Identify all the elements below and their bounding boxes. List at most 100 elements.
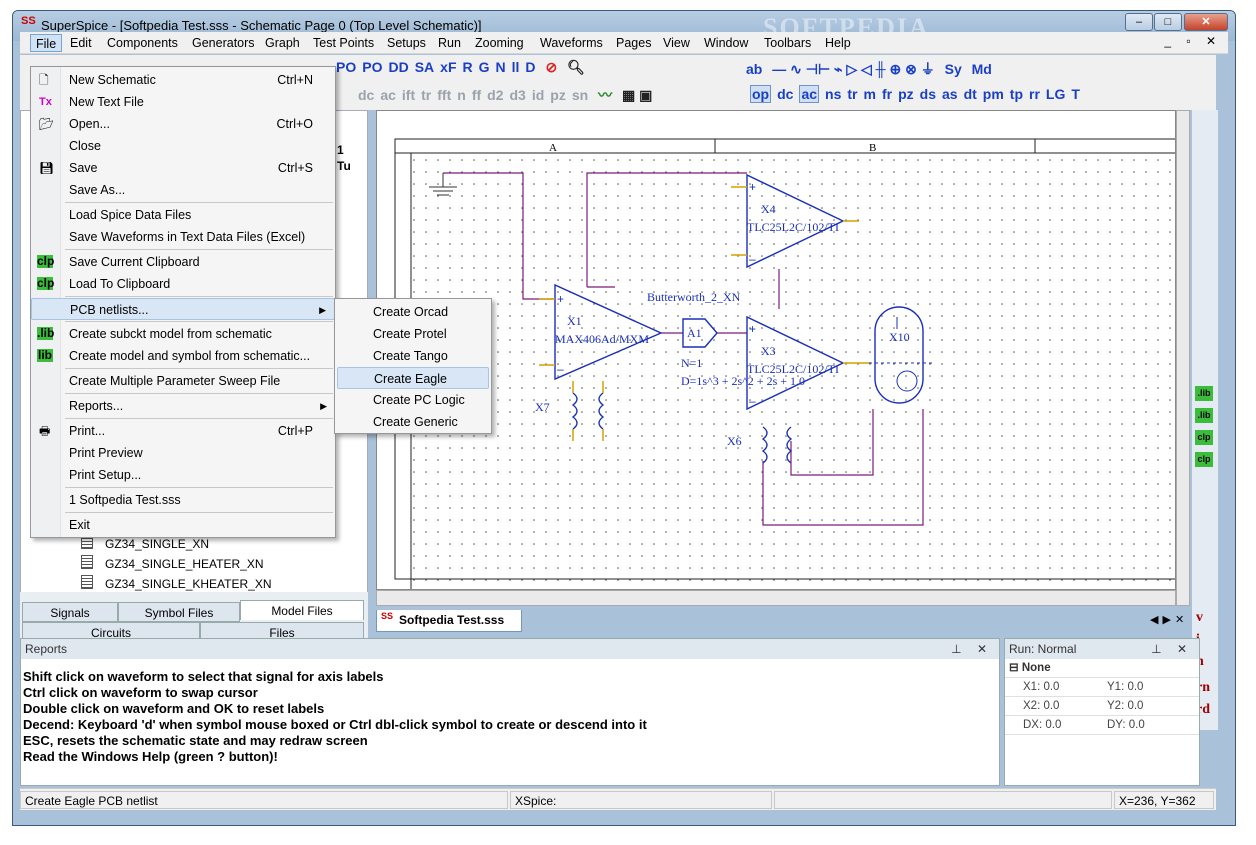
- menu-window[interactable]: Window: [704, 36, 749, 50]
- tb-as[interactable]: as: [941, 86, 958, 102]
- menu-generators[interactable]: Generators: [192, 36, 255, 50]
- lib-button[interactable]: .lib: [1195, 386, 1213, 401]
- run-group[interactable]: ⊟ None: [1005, 659, 1199, 678]
- tab-signals[interactable]: Signals: [22, 602, 118, 622]
- opamp-x3[interactable]: + – X3 TLC25L2C/102/TI: [746, 315, 871, 411]
- transformer-x6[interactable]: X6: [727, 426, 793, 464]
- tb-t[interactable]: T: [1071, 86, 1080, 102]
- tb-tr[interactable]: tr: [421, 87, 432, 103]
- tb-rr[interactable]: rr: [1029, 86, 1040, 102]
- tb-op[interactable]: op: [750, 85, 772, 103]
- probe-v-button[interactable]: v: [1196, 610, 1203, 625]
- menu-test-points[interactable]: Test Points: [313, 36, 375, 50]
- tb-po-2[interactable]: PO: [362, 59, 383, 75]
- tb-id[interactable]: id: [531, 87, 545, 103]
- lib-button[interactable]: .lib: [1195, 408, 1213, 423]
- tb-ac[interactable]: ac: [380, 87, 396, 103]
- tb-sn[interactable]: sn: [571, 87, 589, 103]
- schematic-horizontal-scrollbar[interactable]: [376, 590, 1176, 606]
- menu-zooming[interactable]: Zooming: [475, 36, 524, 50]
- submenu-item-create-protel[interactable]: Create Protel: [373, 327, 447, 341]
- tb-fft[interactable]: fft: [437, 87, 452, 103]
- menu-toolbars[interactable]: Toolbars: [764, 36, 812, 50]
- menu-item-close[interactable]: Close: [31, 135, 335, 157]
- menu-run[interactable]: Run: [438, 36, 461, 50]
- tb-fr[interactable]: fr: [881, 86, 893, 102]
- tube-x10[interactable]: X10: [869, 306, 933, 404]
- tb-d3[interactable]: d3: [509, 87, 526, 103]
- tb-ff[interactable]: ff: [471, 87, 482, 103]
- component-symbols-icon[interactable]: — ∿ ⊣⊢ ⌁ ▷ ◁ ╫ ⊕ ⊗ ⏚: [772, 61, 935, 77]
- tb-pz[interactable]: pz: [550, 87, 566, 103]
- schematic-drawing[interactable]: A B + – X4 TLC25L2C/102/TI: [377, 111, 1176, 590]
- submenu-item-create-orcad[interactable]: Create Orcad: [373, 305, 449, 319]
- tb-dc[interactable]: dc: [358, 87, 375, 103]
- tb-d2[interactable]: d2: [487, 87, 504, 103]
- menu-item-parameter-sweep[interactable]: Create Multiple Parameter Sweep File: [31, 370, 335, 392]
- menu-pages[interactable]: Pages: [616, 36, 652, 50]
- minimize-button[interactable]: –: [1125, 13, 1153, 31]
- menu-item-exit[interactable]: Exit: [31, 514, 335, 536]
- menu-item-reports[interactable]: Reports...▶: [31, 395, 335, 417]
- tab-navigation[interactable]: ◀▶✕: [1150, 613, 1188, 626]
- tb-ift[interactable]: ift: [401, 87, 416, 103]
- magnifier-icon[interactable]: 🔍︎: [567, 59, 585, 75]
- tb-g[interactable]: G: [478, 59, 490, 75]
- menu-view[interactable]: View: [663, 36, 690, 50]
- opamp-x1[interactable]: + – X1 MAX406Ad/MXM: [539, 283, 663, 381]
- tb-pm[interactable]: pm: [982, 86, 1004, 102]
- collapse-icon[interactable]: ⊟: [1009, 662, 1022, 674]
- tb-m[interactable]: m: [863, 86, 876, 102]
- tb-pz-2[interactable]: pz: [898, 86, 914, 102]
- reports-pin-close[interactable]: ⊥ ✕: [951, 642, 993, 656]
- tb-ll[interactable]: ll: [511, 59, 520, 75]
- tb-d[interactable]: D: [525, 59, 536, 75]
- schematic-canvas[interactable]: A B + – X4 TLC25L2C/102/TI: [376, 110, 1176, 590]
- menu-item-save-as[interactable]: Save As...: [31, 179, 335, 201]
- list-item[interactable]: GZ34_SINGLE_XN: [105, 537, 210, 551]
- tab-prev-icon[interactable]: ◀: [1150, 614, 1163, 626]
- menu-waveforms[interactable]: Waveforms: [540, 36, 603, 50]
- tb-dt[interactable]: dt: [963, 86, 977, 102]
- document-tab[interactable]: SS Softpedia Test.sss: [376, 610, 522, 632]
- menu-edit[interactable]: Edit: [70, 36, 92, 50]
- tab-model-files[interactable]: Model Files: [240, 600, 364, 620]
- submenu-item-create-tango[interactable]: Create Tango: [373, 349, 448, 363]
- stop-icon[interactable]: ⊘: [545, 59, 558, 75]
- tb-md[interactable]: Md: [971, 61, 992, 77]
- tab-close-icon[interactable]: ✕: [1174, 614, 1189, 626]
- menu-item-recent-file[interactable]: 1 Softpedia Test.sss: [31, 489, 335, 511]
- mdi-controls[interactable]: _ ▫ ✕: [1164, 34, 1222, 48]
- list-item[interactable]: GZ34_SINGLE_HEATER_XN: [105, 557, 264, 571]
- menu-item-save-waveforms[interactable]: Save Waveforms in Text Data Files (Excel…: [31, 226, 335, 248]
- tab-symbol-files[interactable]: Symbol Files: [118, 602, 240, 622]
- menu-graph[interactable]: Graph: [265, 36, 300, 50]
- submenu-item-create-eagle[interactable]: Create Eagle: [337, 367, 489, 389]
- submenu-item-create-pc-logic[interactable]: Create PC Logic: [373, 393, 465, 407]
- transformer-x7[interactable]: X7: [535, 381, 605, 441]
- tb-dd[interactable]: DD: [388, 59, 409, 75]
- tb-tp[interactable]: tp: [1009, 86, 1023, 102]
- filter-a1[interactable]: Butterworth_2_XN A1 N=1 D=1s^3 + 2s^2 + …: [647, 290, 805, 388]
- tb-n[interactable]: N: [495, 59, 506, 75]
- submenu-item-create-generic[interactable]: Create Generic: [373, 415, 458, 429]
- tb-n2[interactable]: n: [457, 87, 466, 103]
- tb-ac-2[interactable]: ac: [799, 85, 820, 103]
- tb-ns[interactable]: ns: [825, 86, 842, 102]
- menu-setups[interactable]: Setups: [387, 36, 426, 50]
- tb-po-1[interactable]: PO: [336, 59, 357, 75]
- tab-next-icon[interactable]: ▶: [1162, 614, 1175, 626]
- tb-sy[interactable]: Sy: [944, 61, 962, 77]
- tb-r[interactable]: R: [462, 59, 473, 75]
- schematic-vertical-scrollbar[interactable]: [1176, 110, 1190, 606]
- menu-components[interactable]: Components: [107, 36, 178, 50]
- clipboard-button[interactable]: clp: [1195, 430, 1213, 445]
- tb-dc-2[interactable]: dc: [777, 86, 794, 102]
- tb-lg[interactable]: LG: [1045, 86, 1066, 102]
